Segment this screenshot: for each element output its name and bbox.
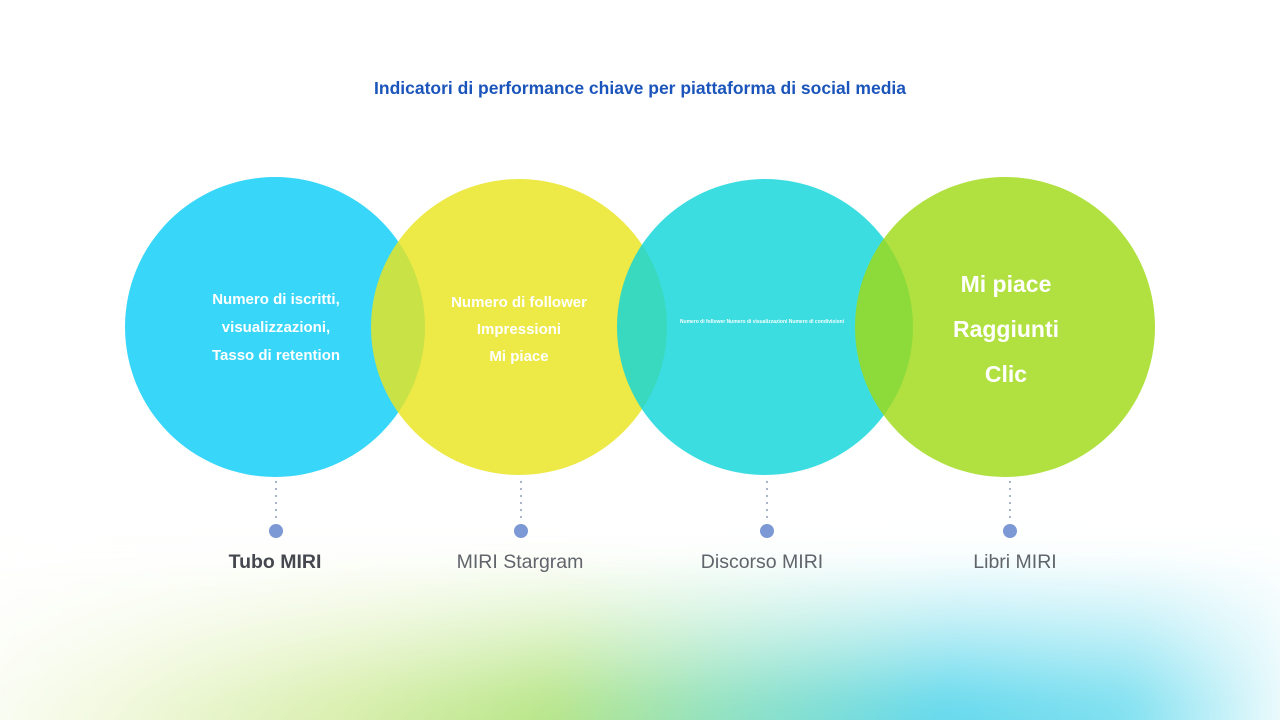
connector-line: [766, 481, 768, 523]
metric-line: Clic: [984, 361, 1028, 387]
connector-line: [275, 481, 277, 523]
metrics-tubo-miri: Numero di iscritti, visualizzazioni, Tas…: [212, 286, 340, 370]
bottom-gradient-wash: [0, 550, 1280, 720]
platform-label-discorso-miri: Discorso MIRI: [700, 551, 824, 573]
metrics-miri-stargram: Numero di follower Impressioni Mi piace: [451, 289, 587, 370]
metric-line: Impressioni: [476, 321, 562, 338]
metrics-discorso-miri: Numero di follower Numero di visualizzaz…: [680, 318, 844, 326]
connector-dot: [514, 524, 528, 538]
metric-line: Numero di follower: [451, 294, 587, 311]
metric-line: Tasso di retention: [211, 347, 341, 364]
metric-line: Numero di iscritti,: [212, 291, 340, 308]
connector-line: [520, 481, 522, 523]
circle-libri-miri: [855, 177, 1155, 477]
metrics-libri-miri: Mi piace Raggiunti Clic: [953, 262, 1059, 397]
metric-line: visualizzazioni,: [221, 319, 331, 336]
connector-dot: [269, 524, 283, 538]
metric-line: Numero di follower Numero di visualizzaz…: [679, 319, 845, 325]
platform-label-tubo-miri: Tubo MIRI: [228, 551, 322, 573]
metric-line: Raggiunti: [952, 316, 1060, 342]
metric-line: Mi piace: [489, 348, 549, 365]
connector-dot: [1003, 524, 1017, 538]
platform-label-miri-stargram: MIRI Stargram: [456, 551, 584, 573]
metric-line: Mi piace: [960, 271, 1052, 297]
connector-dot: [760, 524, 774, 538]
connector-line: [1009, 481, 1011, 523]
slide-title: Indicatori di performance chiave per pia…: [374, 78, 906, 98]
platform-label-libri-miri: Libri MIRI: [973, 551, 1057, 573]
